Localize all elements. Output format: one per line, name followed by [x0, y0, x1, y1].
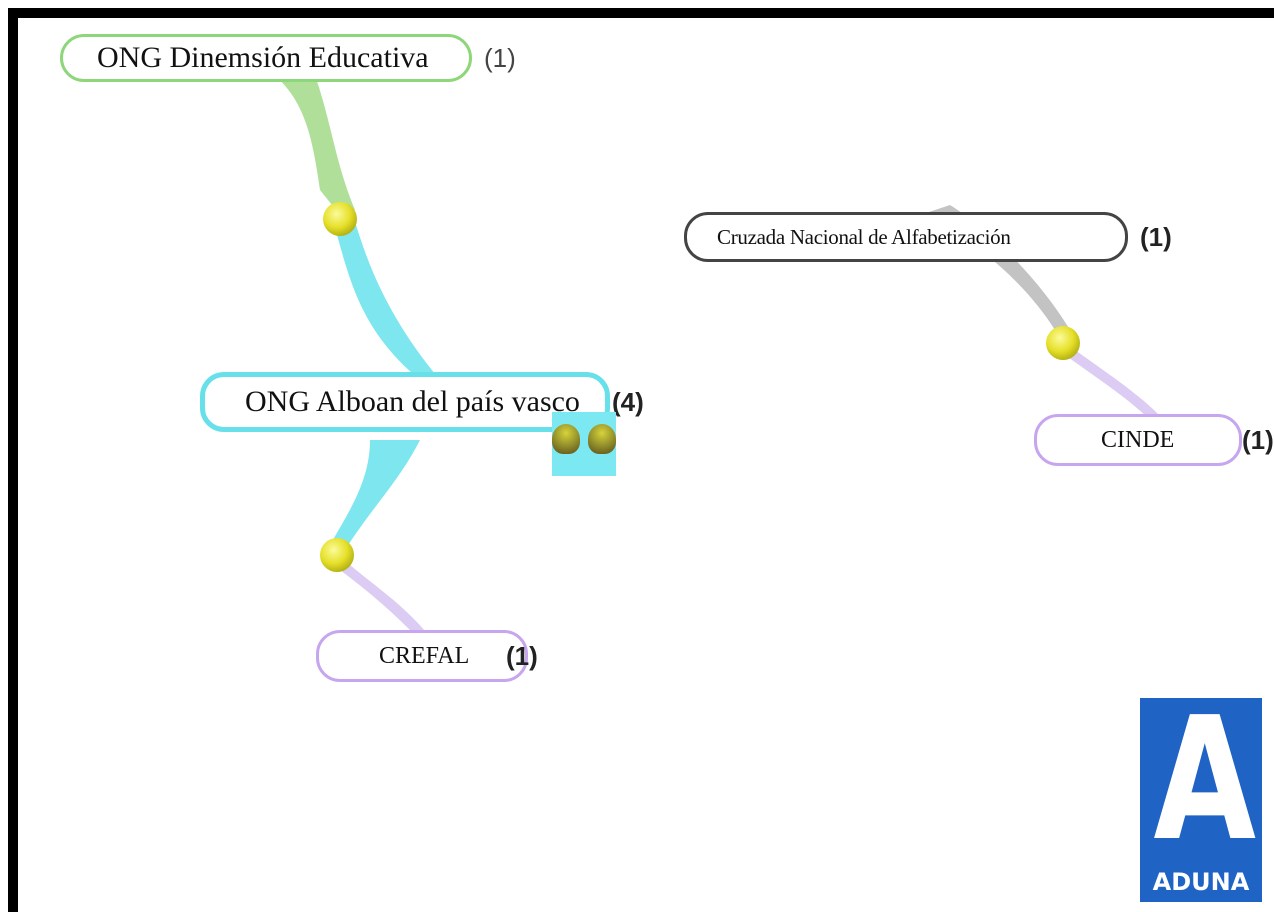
expand-handle-2[interactable]: [588, 424, 616, 454]
edge-alboan-crefal-lower: [340, 565, 432, 640]
node-cruzada-pill[interactable]: Cruzada Nacional de Alfabetización: [684, 212, 1128, 262]
aduna-logo: A ADUNA: [1140, 681, 1262, 902]
edge-cruzada-cinde-upper: [920, 205, 1070, 330]
aduna-logo-text: ADUNA: [1152, 868, 1250, 896]
node-ong-dimension[interactable]: ONG Dinemsión Educativa (1): [60, 34, 516, 82]
node-cinde[interactable]: CINDE (1): [1034, 414, 1274, 466]
canvas-frame: [8, 8, 1274, 912]
expand-handle-1[interactable]: [552, 424, 580, 454]
aduna-logo-letter: A: [1153, 681, 1257, 879]
edge-alboan-crefal-upper: [330, 440, 420, 550]
node-crefal-count: (1): [506, 640, 538, 671]
edge-dimension-alboan-lower: [335, 225, 440, 380]
node-ong-alboan-count: (4): [612, 386, 644, 417]
junction-ball-cruzada[interactable]: [1046, 326, 1080, 360]
node-cruzada[interactable]: Cruzada Nacional de Alfabetización (1): [684, 212, 1172, 262]
node-cinde-count: (1): [1242, 424, 1274, 455]
node-cinde-pill[interactable]: CINDE: [1034, 414, 1242, 466]
junction-ball-dimension[interactable]: [323, 202, 357, 236]
edge-cruzada-cinde-lower: [1065, 350, 1162, 420]
junction-ball-crefal[interactable]: [320, 538, 354, 572]
node-ong-dimension-pill[interactable]: ONG Dinemsión Educativa: [60, 34, 472, 82]
edge-dimension-alboan-upper: [255, 40, 355, 215]
node-ong-alboan-pill[interactable]: ONG Alboan del país vasco: [200, 372, 610, 432]
node-crefal-pill[interactable]: CREFAL: [316, 630, 528, 682]
node-ong-alboan[interactable]: ONG Alboan del país vasco (4): [200, 372, 644, 432]
node-ong-dimension-count: (1): [484, 42, 516, 73]
node-cruzada-count: (1): [1140, 221, 1172, 252]
node-crefal[interactable]: CREFAL (1): [316, 630, 538, 682]
